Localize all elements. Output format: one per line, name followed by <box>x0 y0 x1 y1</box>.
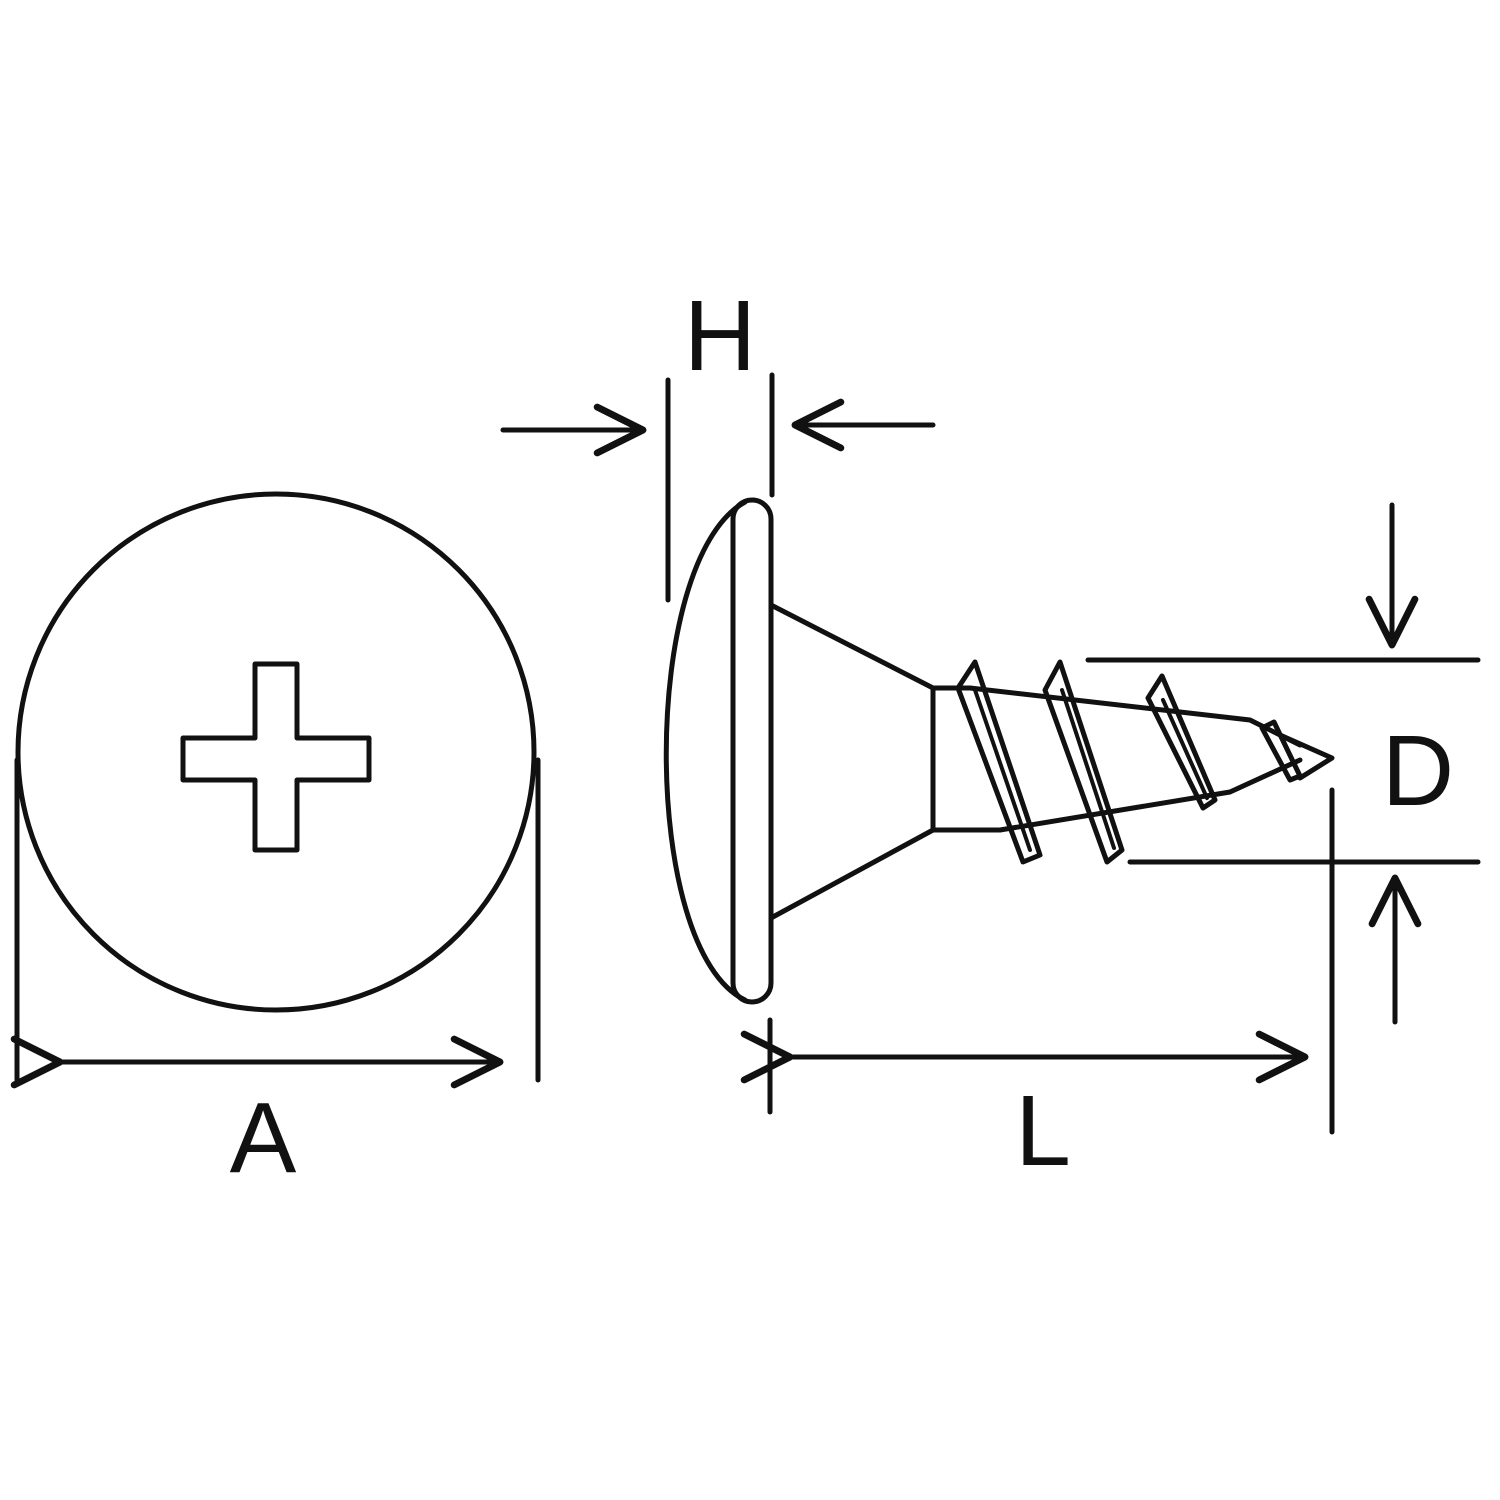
shank <box>930 685 1003 833</box>
head-rim <box>730 497 774 1005</box>
phillips-cross-recess-icon <box>180 661 372 853</box>
dimension-d: D <box>1085 502 1481 1025</box>
head-dome <box>663 499 748 1003</box>
label-d: D <box>1382 715 1454 827</box>
label-a: A <box>230 1082 297 1194</box>
dimension-h: H <box>500 280 936 603</box>
dimension-a: A <box>10 757 541 1194</box>
head-outline-circle <box>15 491 537 1013</box>
countersink-underside <box>768 602 936 921</box>
label-l: L <box>1015 1075 1071 1187</box>
screw-side-view <box>663 497 1335 1005</box>
screw-head-top-view <box>15 491 537 1013</box>
thread-body-outline <box>967 685 1303 833</box>
screw-tip <box>1277 732 1335 781</box>
label-h: H <box>684 280 756 392</box>
dimension-l: L <box>740 787 1335 1187</box>
